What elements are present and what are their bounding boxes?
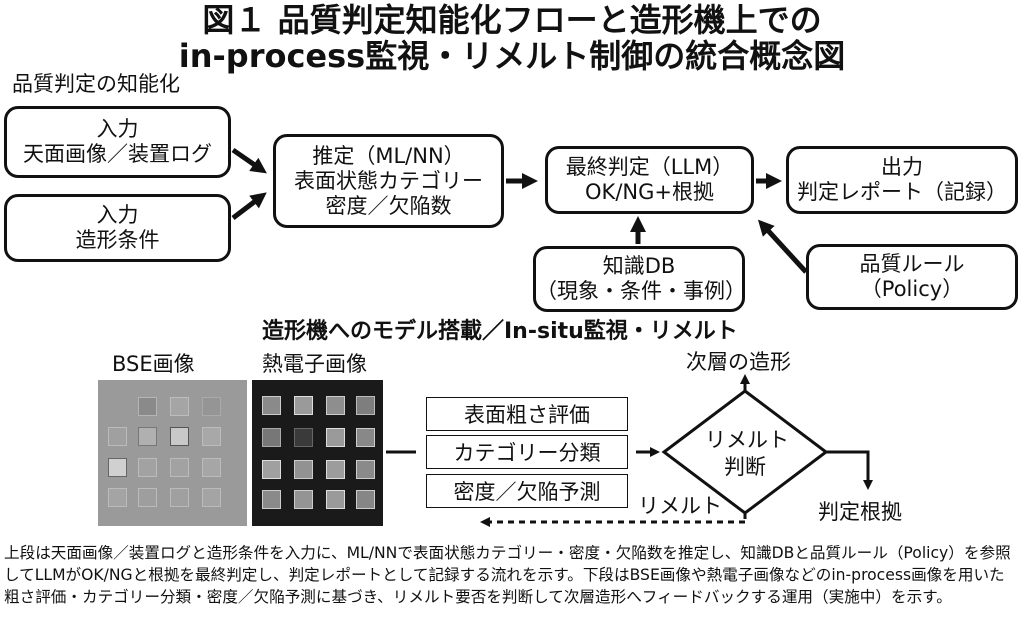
- thermal-electron-image: [252, 380, 383, 526]
- section-label-intelligent-judgment: 品質判定の知能化: [12, 72, 180, 96]
- thermal-sample: [326, 490, 345, 509]
- quality-rule-box: 品質ルール （Policy）: [806, 244, 1018, 310]
- input-box-build-conditions: 入力 造形条件: [4, 194, 231, 262]
- decision-line1: リメルト: [705, 428, 789, 452]
- thermal-sample: [356, 428, 375, 447]
- bse-sample: [170, 458, 189, 477]
- task-density-defect-prediction: 密度／欠陥予測: [426, 474, 628, 508]
- bse-sample: [108, 427, 127, 446]
- estimate-line2: 表面状態カテゴリー: [294, 168, 483, 193]
- bse-image: [98, 380, 247, 526]
- thermal-sample: [326, 460, 345, 479]
- thermal-sample: [294, 428, 313, 447]
- final-judgment-box: 最終判定（LLM） OK/NG+根拠: [545, 146, 754, 214]
- arrow-rule-to-final: [757, 219, 808, 274]
- task-category-classification: カテゴリー分類: [426, 435, 628, 469]
- thermal-sample: [294, 460, 313, 479]
- thermal-sample: [356, 396, 375, 415]
- estimate-line1: 推定（ML/NN）: [312, 143, 465, 168]
- thermal-sample: [294, 490, 313, 509]
- rule-line2: （Policy）: [860, 277, 964, 301]
- figure-caption: 上段は天面画像／装置ログと造形条件を入力に、ML/NNで表面状態カテゴリー・密度…: [4, 544, 1011, 606]
- knowledge-db-box: 知識DB （現象・条件・事例）: [533, 246, 746, 312]
- arrow-input1-to-estimate: [231, 147, 267, 174]
- thermal-sample: [262, 396, 281, 415]
- kb-line2: （現象・条件・事例）: [536, 279, 746, 303]
- thermal-sample: [356, 460, 375, 479]
- output-box: 出力 判定レポート（記録）: [786, 146, 1018, 214]
- input-box-image-log: 入力 天面画像／装置ログ: [4, 106, 231, 178]
- bse-sample: [108, 488, 127, 507]
- kb-line1: 知識DB: [602, 254, 676, 278]
- bse-sample: [202, 458, 221, 477]
- bse-sample: [202, 397, 221, 416]
- estimate-line3: 密度／欠陥数: [325, 193, 452, 218]
- next-layer-label: 次層の造形: [686, 350, 791, 374]
- thermal-sample: [326, 396, 345, 415]
- decision-line2: 判断: [724, 455, 766, 479]
- task-roughness-evaluation: 表面粗さ評価: [426, 397, 628, 431]
- bse-sample: [138, 488, 157, 507]
- bse-sample: [108, 458, 127, 477]
- bse-sample: [138, 397, 157, 416]
- thermal-sample: [294, 396, 313, 415]
- thermal-sample: [262, 490, 281, 509]
- bse-sample: [170, 427, 189, 446]
- thermal-sample: [356, 490, 375, 509]
- arrow-decision-to-basis: [826, 450, 873, 490]
- bse-image-label: BSE画像: [112, 352, 195, 376]
- arrow-input2-to-estimate: [231, 192, 267, 220]
- output-line2: 判定レポート（記録）: [797, 180, 1007, 204]
- input2-line1: 入力: [96, 203, 139, 227]
- output-line1: 出力: [881, 155, 923, 179]
- basis-label: 判定根拠: [818, 500, 902, 524]
- bse-sample: [170, 488, 189, 507]
- thermal-sample: [326, 428, 345, 447]
- title-line-2: in-process監視・リメルト制御の統合概念図: [178, 37, 846, 75]
- input1-line2: 天面画像／装置ログ: [23, 142, 212, 166]
- input1-line1: 入力: [96, 117, 139, 141]
- thermal-image-label: 熱電子画像: [262, 352, 367, 376]
- thermal-sample: [262, 428, 281, 447]
- bse-sample: [170, 397, 189, 416]
- title-line-1: 図１ 品質判定知能化フローと造形機上での: [202, 1, 822, 39]
- bse-sample: [138, 458, 157, 477]
- remelt-label: リメルト: [638, 494, 722, 518]
- bse-sample: [202, 427, 221, 446]
- input2-line2: 造形条件: [75, 228, 160, 252]
- thermal-sample: [262, 460, 281, 479]
- bse-sample: [202, 488, 221, 507]
- final-line1: 最終判定（LLM）: [565, 155, 734, 179]
- final-line2: OK/NG+根拠: [585, 180, 714, 204]
- estimate-box: 推定（ML/NN） 表面状態カテゴリー 密度／欠陥数: [273, 134, 504, 228]
- section-label-in-situ: 造形機へのモデル搭載／In-situ監視・リメルト: [262, 319, 738, 344]
- bse-sample: [138, 427, 157, 446]
- rule-line1: 品質ルール: [859, 252, 965, 276]
